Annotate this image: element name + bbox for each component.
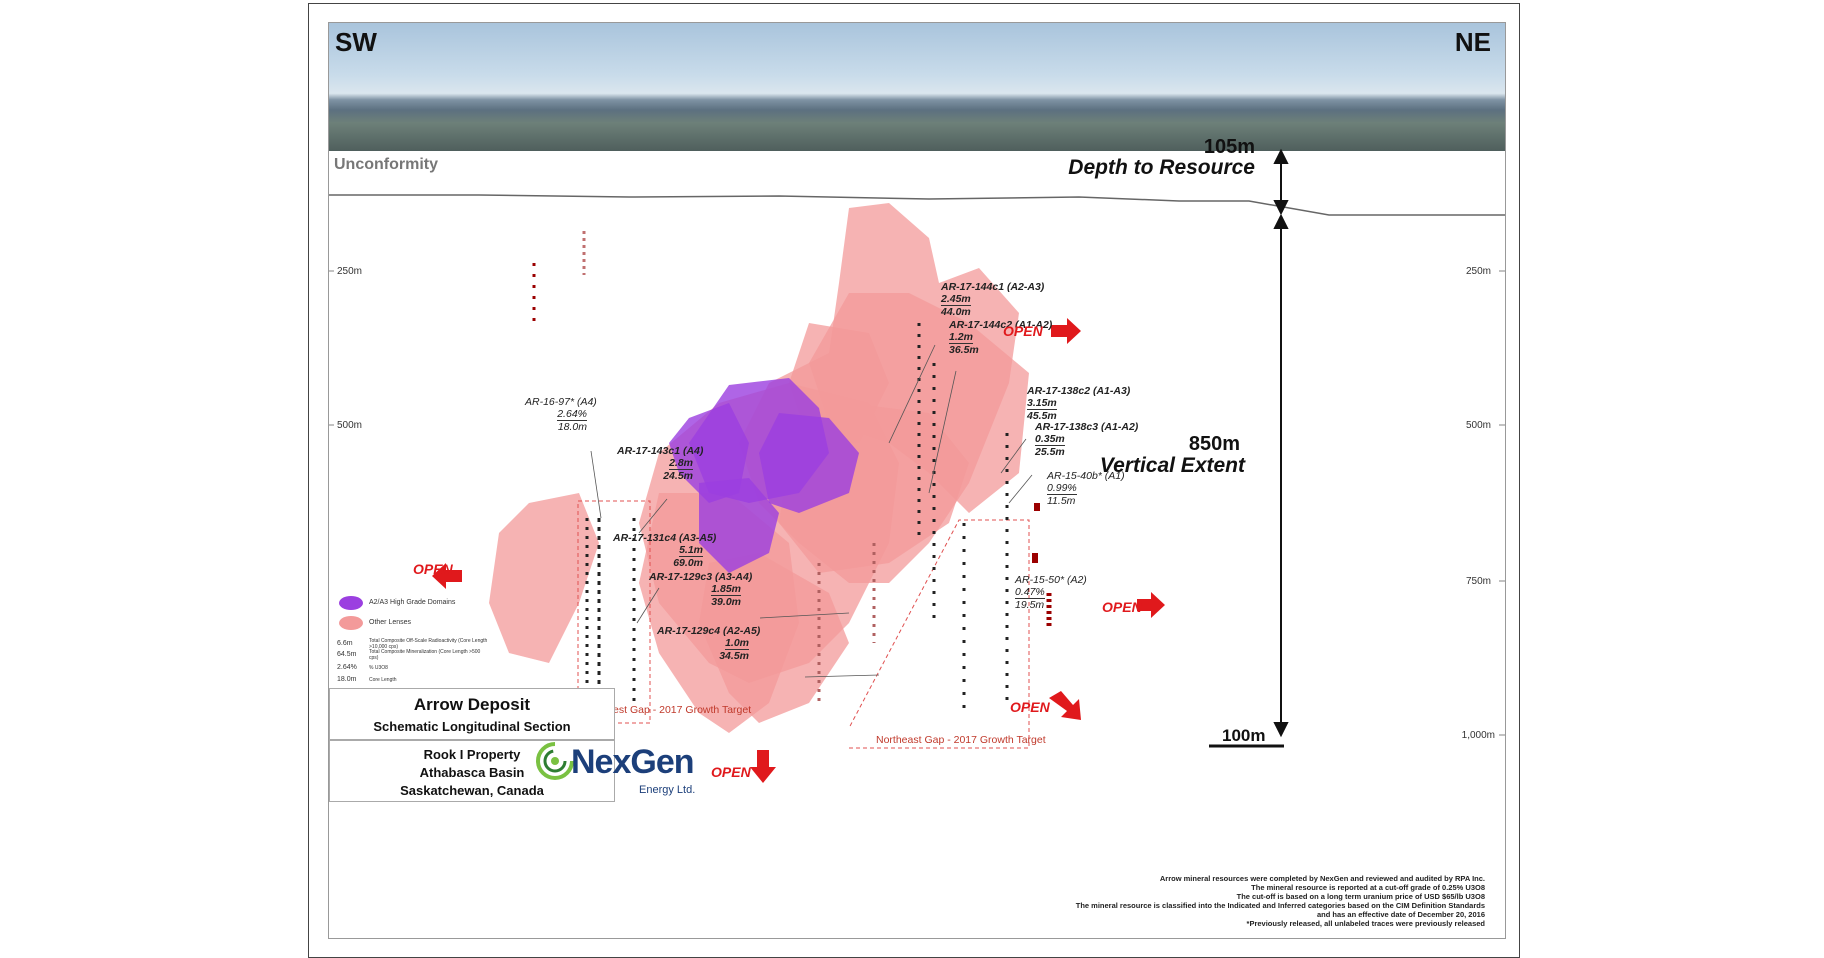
- intercept-annotation: AR-15-40b* (A1) 0.99% 11.5m: [1047, 470, 1125, 507]
- legend-other-label: Other Lenses: [369, 619, 412, 626]
- scale-label: 100m: [1222, 726, 1266, 745]
- open-label-sw: OPEN: [413, 561, 453, 577]
- depth-to-resource-value: 105m: [1203, 136, 1255, 158]
- logo-subtitle: Energy Ltd.: [639, 784, 696, 796]
- legend-row-desc: % U3O8: [369, 665, 388, 671]
- open-arrows: [432, 318, 1165, 783]
- open-label-bottom: OPEN: [711, 764, 751, 780]
- vertical-extent-label: Vertical Extent: [1099, 454, 1245, 477]
- depth-scale-arrows: [1273, 148, 1289, 738]
- property-name: Rook I Property: [423, 747, 521, 762]
- intercept-annotation: AR-17-143c1 (A4) 2.8m 24.5m: [617, 445, 704, 482]
- legend-other-swatch: [339, 616, 363, 630]
- open-label-se: OPEN: [1010, 699, 1050, 715]
- depth-ticks: [329, 270, 1505, 736]
- northeast-target-label: Northeast Gap - 2017 Growth Target: [876, 734, 1046, 746]
- basin-name: Athabasca Basin: [419, 765, 525, 780]
- unconformity-line: [329, 194, 1505, 216]
- intercept-annotation: AR-17-138c3 (A1-A2) 0.35m 25.5m: [1035, 421, 1139, 458]
- leader-lines: [590, 344, 1033, 678]
- intercept-annotation: AR-17-131c4 (A3-A5) 5.1m 69.0m: [613, 532, 717, 569]
- ne-label: NE: [1454, 27, 1491, 57]
- intercept-annotation: AR-17-138c2 (A1-A3) 3.15m 45.5m: [1027, 385, 1131, 422]
- legend-row-key: 18.0m: [337, 676, 357, 683]
- northeast-target-box: [848, 519, 1030, 749]
- legend-high-grade-label: A2/A3 High Grade Domains: [369, 599, 456, 606]
- left-depth-250: 250m: [337, 266, 363, 277]
- unconformity-label: Unconformity: [334, 156, 438, 173]
- legend-high-grade-swatch: [339, 596, 363, 610]
- note-line: *Previously released, all unlabeled trac…: [1246, 919, 1485, 928]
- intercept-annotation: AR-17-129c3 (A3-A4) 1.85m 39.0m: [649, 571, 753, 608]
- note-line: The cut-off is based on a long term uran…: [1236, 892, 1485, 901]
- note-line: and has an effective date of December 20…: [1317, 910, 1485, 919]
- note-line: The mineral resource is classified into …: [1075, 901, 1485, 910]
- depth-to-resource-label: Depth to Resource: [1068, 156, 1255, 179]
- intercept-annotation: AR-17-129c4 (A2-A5) 1.0m 34.5m: [657, 625, 761, 662]
- vertical-extent-value: 850m: [1188, 433, 1240, 455]
- title-box: Arrow Deposit Schematic Longitudinal Sec…: [329, 688, 615, 740]
- region-name: Saskatchewan, Canada: [400, 783, 544, 798]
- legend-row-key: 64.5m: [337, 651, 357, 658]
- legend-row-desc: Total Composite Mineralization (Core Len…: [369, 649, 481, 661]
- legend-row-key: 6.6m: [337, 640, 353, 647]
- note-line: The mineral resource is reported at a cu…: [1251, 883, 1485, 892]
- landscape-photo: [329, 23, 1505, 151]
- location-box: Rook I Property Athabasca Basin Saskatch…: [329, 740, 615, 802]
- resource-notes: Arrow mineral resources were completed b…: [1076, 874, 1485, 928]
- right-depth-500: 500m: [1465, 420, 1491, 431]
- southwest-target-label: Southwest Gap - 2017 Growth Target: [578, 704, 752, 716]
- right-depth-250: 250m: [1465, 266, 1491, 277]
- open-label-ne-lower: OPEN: [1102, 599, 1142, 615]
- intercept-annotation: AR-16-97* (A4) 2.64% 18.0m: [525, 396, 597, 433]
- open-label-ne-upper: OPEN: [1003, 323, 1043, 339]
- legend-row-desc: Core Length: [369, 677, 397, 683]
- section-drawing: [329, 148, 1505, 783]
- section-subtitle: Schematic Longitudinal Section: [373, 719, 571, 734]
- left-depth-500: 500m: [337, 420, 363, 431]
- drill-traces: [532, 231, 1052, 718]
- nexgen-logo: NexGen Energy Ltd.: [535, 735, 715, 800]
- right-depth-1000: 1,000m: [1461, 730, 1495, 741]
- logo-wordmark: NexGen: [571, 743, 694, 781]
- intercept-annotation: AR-17-144c1 (A2-A3) 2.45m 44.0m: [941, 281, 1045, 318]
- legend-row-key: 2.64%: [337, 664, 357, 671]
- intercept-annotation: AR-15-50* (A2) 0.47% 19.5m: [1015, 574, 1087, 611]
- sw-label: SW: [335, 27, 377, 57]
- deposit-title: Arrow Deposit: [413, 695, 531, 714]
- right-depth-750: 750m: [1465, 576, 1491, 587]
- intercept-annotation: AR-17-144c2 (A1-A2) 1.2m 36.5m: [949, 319, 1053, 356]
- section-panel: SW NE: [328, 22, 1506, 939]
- nexgen-logo-icon: [536, 742, 574, 780]
- high-grade-domains: [669, 378, 859, 573]
- note-line: Arrow mineral resources were completed b…: [1159, 874, 1485, 883]
- legend-row-desc: Total Composite Off-Scale Radioactivity …: [369, 638, 488, 650]
